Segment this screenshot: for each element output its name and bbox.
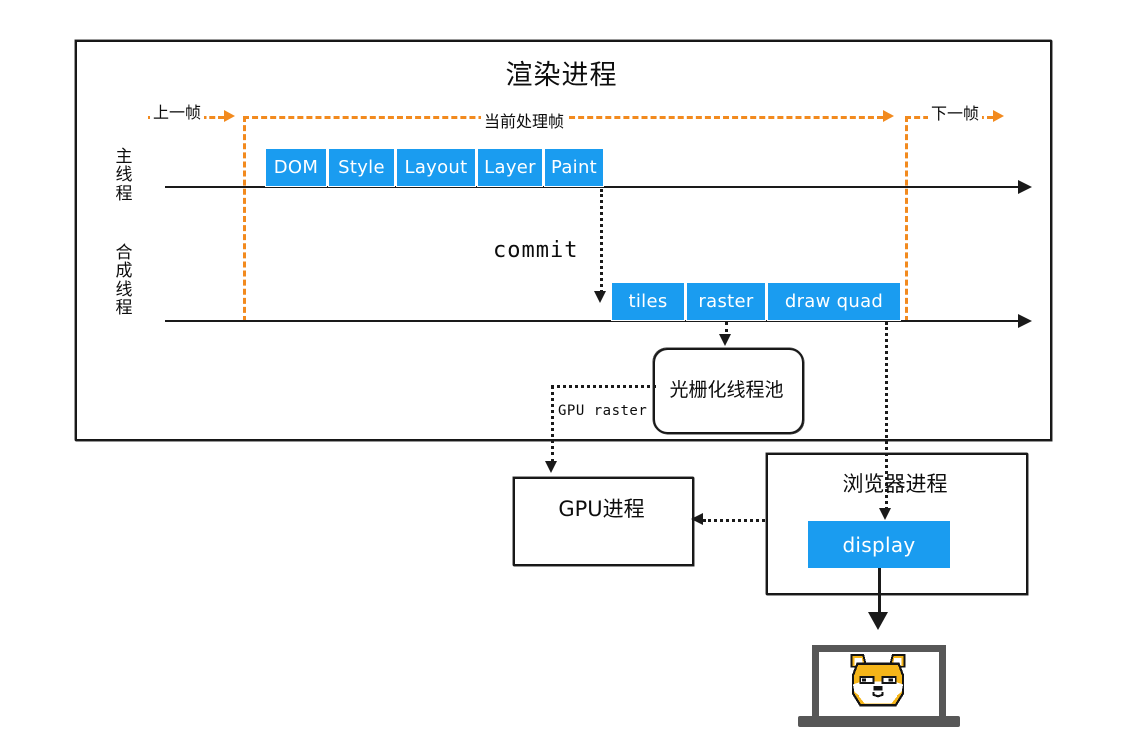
lane-label-main-thread: 主线程: [115, 147, 133, 204]
gpu-process-label: GPU进程: [558, 497, 645, 521]
main-thread-block-layout[interactable]: Layout: [396, 148, 476, 187]
renderer-process-title: 渲染进程: [505, 60, 618, 91]
display-to-screen-arrow-icon: [868, 612, 888, 630]
commit-arrow-icon: [594, 291, 606, 303]
gpu-raster-arrow-icon: [545, 461, 557, 473]
next-frame-label: 下一帧: [928, 100, 983, 124]
browser-process-label: 浏览器进程: [842, 472, 948, 496]
compositor-block-raster[interactable]: raster: [686, 282, 766, 321]
previous-frame-arrow-icon: [224, 110, 235, 122]
draw-quad-to-display-arrow-icon: [879, 508, 891, 520]
doge-face-icon: [845, 652, 911, 714]
gpu-raster-connector-horizontal: [551, 385, 656, 388]
main-thread-block-paint[interactable]: Paint: [544, 148, 604, 187]
compositor-thread-axis-arrow-icon: [1018, 314, 1032, 328]
raster-thread-pool-node: [653, 348, 804, 434]
display-block[interactable]: display: [808, 521, 950, 568]
lane-label-compositor-thread: 合成线程: [115, 243, 133, 319]
raster-to-pool-arrow-icon: [719, 334, 731, 346]
main-thread-block-layer[interactable]: Layer: [477, 148, 543, 187]
compositor-thread-timeline-axis: [165, 320, 1020, 322]
main-thread-block-dom[interactable]: DOM: [265, 148, 327, 187]
draw-quad-to-display-connector: [885, 322, 888, 510]
browser-to-gpu-connector: [703, 519, 765, 522]
display-to-screen-connector: [878, 568, 881, 616]
frame-boundary-end-line: [905, 116, 908, 322]
renderer-process-container: [75, 40, 1052, 441]
compositor-block-draw-quad[interactable]: draw quad: [767, 282, 901, 321]
main-thread-axis-arrow-icon: [1018, 180, 1032, 194]
main-thread-block-style[interactable]: Style: [328, 148, 395, 187]
previous-frame-label: 上一帧: [150, 99, 205, 123]
current-frame-label: 当前处理帧: [481, 108, 568, 132]
gpu-raster-label: GPU raster: [558, 403, 648, 419]
frame-boundary-start-line: [243, 116, 246, 322]
next-frame-arrow-icon: [993, 110, 1004, 122]
raster-thread-pool-label: 光栅化线程池: [669, 379, 784, 401]
gpu-raster-connector-vertical: [551, 385, 554, 463]
browser-process-node: [766, 453, 1028, 595]
main-thread-timeline-axis: [165, 186, 1020, 188]
current-frame-arrow-icon: [883, 110, 894, 122]
raster-to-pool-connector: [725, 322, 728, 338]
commit-connector-line: [600, 189, 603, 293]
compositor-block-tiles[interactable]: tiles: [611, 282, 685, 321]
laptop-base-icon: [798, 716, 960, 727]
commit-label: commit: [493, 238, 579, 263]
browser-to-gpu-arrow-icon: [691, 513, 703, 525]
